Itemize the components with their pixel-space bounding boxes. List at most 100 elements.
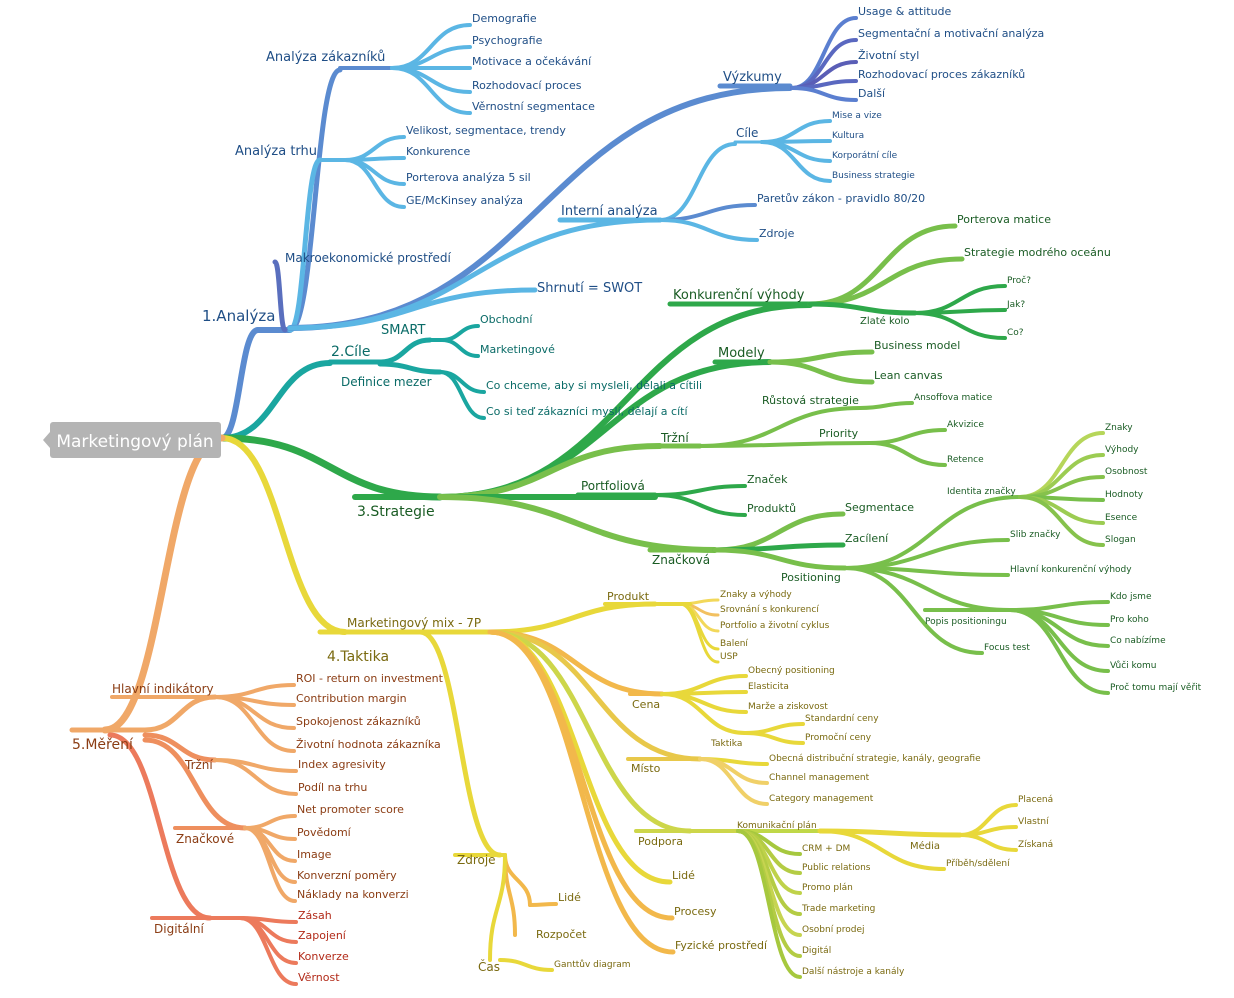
leaf-media-2[interactable]: Získaná — [1018, 840, 1053, 850]
leaf-produkt-4[interactable]: USP — [720, 652, 738, 662]
leaf-cile-1[interactable]: Kultura — [832, 131, 864, 141]
node-priority[interactable]: Priority — [819, 427, 859, 440]
leaf-cena-2[interactable]: Marže a ziskovost — [748, 702, 828, 712]
leaf-smart-1[interactable]: Marketingové — [480, 343, 555, 356]
node-komunikacni-plan[interactable]: Komunikační plán — [737, 820, 817, 831]
leaf-trh-3[interactable]: GE/McKinsey analýza — [406, 194, 523, 207]
leaf-fyzicke-prostredi[interactable]: Fyzické prostředí — [675, 939, 768, 952]
leaf-smart-0[interactable]: Obchodní — [480, 313, 533, 326]
leaf-identita-4[interactable]: Esence — [1105, 513, 1138, 523]
leaf-podpora-5[interactable]: Digitál — [802, 946, 831, 956]
leaf-segmentace[interactable]: Segmentace — [845, 501, 914, 514]
node-konkurencni-vyhody[interactable]: Konkurenční výhody — [673, 288, 805, 303]
leaf-zacileni[interactable]: Zacílení — [845, 532, 889, 545]
leaf-zlate-0[interactable]: Proč? — [1007, 275, 1031, 286]
branch-mereni[interactable]: 5.Měření — [72, 737, 134, 753]
leaf-porter-matice[interactable]: Porterova matice — [957, 213, 1051, 226]
node-cenova-taktika[interactable]: Taktika — [710, 739, 742, 749]
node-makro[interactable]: Makroekonomické prostředí — [285, 251, 451, 265]
leaf-zakaznici-3[interactable]: Rozhodovací proces — [472, 79, 582, 92]
node-cena[interactable]: Cena — [632, 698, 660, 711]
leaf-podpora-3[interactable]: Trade marketing — [801, 904, 875, 914]
leaf-zdroje-lide[interactable]: Lidé — [558, 891, 581, 904]
leaf-misto-2[interactable]: Category management — [769, 794, 874, 804]
leaf-podpora-6[interactable]: Další nástroje a kanály — [802, 966, 905, 977]
leaf-gantt[interactable]: Ganttův diagram — [554, 959, 631, 970]
leaf-identita-3[interactable]: Hodnoty — [1105, 490, 1144, 500]
leaf-trh-0[interactable]: Velikost, segmentace, trendy — [406, 124, 566, 137]
leaf-podpora-4[interactable]: Osobní prodej — [802, 925, 865, 935]
leaf-cile-3[interactable]: Business strategie — [832, 171, 915, 181]
leaf-podpora-0[interactable]: CRM + DM — [802, 844, 850, 854]
node-taktika-zdroje[interactable]: Zdroje — [457, 853, 496, 867]
leaf-identita-2[interactable]: Osobnost — [1105, 467, 1148, 477]
leaf-slib-znacky[interactable]: Slib značky — [1010, 529, 1061, 540]
leaf-popis-1[interactable]: Pro koho — [1110, 615, 1149, 625]
leaf-promocni-ceny[interactable]: Promoční ceny — [805, 732, 872, 743]
leaf-zakaznici-0[interactable]: Demografie — [472, 12, 537, 25]
node-interni-analyza[interactable]: Interní analýza — [561, 204, 658, 219]
leaf-popis-2[interactable]: Co nabízíme — [1110, 636, 1166, 646]
node-digitalni[interactable]: Digitální — [154, 922, 205, 936]
leaf-standardni-ceny[interactable]: Standardní ceny — [805, 714, 879, 724]
node-swot[interactable]: Shrnutí = SWOT — [537, 281, 642, 296]
leaf-podpora-1[interactable]: Public relations — [802, 863, 871, 873]
leaf-produkt-1[interactable]: Srovnání s konkurencí — [720, 605, 819, 615]
leaf-produkt-3[interactable]: Balení — [720, 639, 748, 649]
leaf-misto-1[interactable]: Channel management — [769, 773, 870, 783]
leaf-digitalni-1[interactable]: Zapojení — [298, 929, 347, 942]
leaf-focus-test[interactable]: Focus test — [984, 643, 1030, 653]
node-misto[interactable]: Místo — [631, 762, 661, 775]
branch-taktika[interactable]: 4.Taktika — [327, 649, 389, 665]
leaf-zlate-2[interactable]: Co? — [1007, 328, 1024, 338]
leaf-zakaznici-1[interactable]: Psychografie — [472, 34, 543, 47]
leaf-digitalni-2[interactable]: Konverze — [298, 950, 349, 963]
node-definice-mezer[interactable]: Definice mezer — [341, 375, 432, 389]
leaf-rozpocet[interactable]: Rozpočet — [536, 928, 587, 941]
leaf-trh-1[interactable]: Konkurence — [406, 145, 470, 158]
node-cas[interactable]: Čas — [478, 959, 500, 974]
node-analyza-zakazniku[interactable]: Analýza zákazníků — [266, 50, 385, 65]
root-node[interactable]: Marketingový plán — [43, 422, 221, 458]
leaf-identita-5[interactable]: Slogan — [1105, 535, 1136, 545]
leaf-misto-0[interactable]: Obecná distribuční strategie, kanály, ge… — [769, 753, 981, 764]
leaf-produktu[interactable]: Produktů — [747, 502, 796, 515]
node-zlate-kolo[interactable]: Zlaté kolo — [860, 315, 909, 327]
leaf-produkt-0[interactable]: Znaky a výhody — [720, 590, 792, 600]
node-trzni[interactable]: Tržní — [660, 431, 689, 445]
leaf-cile-0[interactable]: Mise a vize — [832, 111, 882, 121]
leaf-cena-0[interactable]: Obecný positioning — [748, 666, 835, 676]
leaf-interni-zdroje[interactable]: Zdroje — [759, 227, 795, 240]
node-rustova-strategie[interactable]: Růstová strategie — [762, 394, 859, 407]
leaf-zakaznici-4[interactable]: Věrnostní segmentace — [472, 100, 595, 113]
leaf-popis-3[interactable]: Vůči komu — [1110, 660, 1156, 671]
node-mereni-trzni[interactable]: Tržní — [184, 758, 213, 772]
leaf-vyzkumy-0[interactable]: Usage & attitude — [858, 5, 952, 18]
leaf-cile-2[interactable]: Korporátní cíle — [832, 151, 898, 161]
node-smart[interactable]: SMART — [381, 323, 425, 338]
leaf-retence[interactable]: Retence — [947, 455, 984, 465]
leaf-produkt-2[interactable]: Portfolio a životní cyklus — [720, 621, 830, 631]
leaf-procesy[interactable]: Procesy — [674, 905, 717, 918]
leaf-cena-1[interactable]: Elasticita — [748, 682, 789, 692]
leaf-ansoff[interactable]: Ansoffova matice — [914, 393, 993, 403]
leaf-identita-0[interactable]: Znaky — [1105, 423, 1133, 433]
leaf-mezer-0[interactable]: Co chceme, aby si mysleli, dělali a cíti… — [486, 379, 702, 392]
leaf-akvizice[interactable]: Akvizice — [947, 420, 984, 430]
node-portfoliova[interactable]: Portfoliová — [581, 479, 645, 493]
node-identita-znacky[interactable]: Identita značky — [947, 486, 1016, 497]
leaf-vyzkumy-1[interactable]: Segmentační a motivační analýza — [858, 27, 1044, 40]
leaf-media-0[interactable]: Placená — [1018, 795, 1053, 805]
branch-cile[interactable]: 2.Cíle — [331, 344, 371, 360]
leaf-pribeh[interactable]: Příběh/sdělení — [946, 859, 1010, 869]
leaf-lide-mix[interactable]: Lidé — [672, 869, 695, 882]
leaf-zakaznici-2[interactable]: Motivace a očekávání — [472, 55, 592, 68]
leaf-znackove-2[interactable]: Image — [297, 848, 332, 861]
leaf-vyzkumy-3[interactable]: Rozhodovací proces zákazníků — [858, 68, 1025, 81]
leaf-pareto[interactable]: Paretův zákon - pravidlo 80/20 — [757, 192, 925, 205]
leaf-hlavni-vyhody[interactable]: Hlavní konkurenční výhody — [1010, 564, 1132, 575]
leaf-lean-canvas[interactable]: Lean canvas — [874, 369, 943, 382]
leaf-vyzkumy-2[interactable]: Životní styl — [858, 49, 919, 62]
leaf-znackove-0[interactable]: Net promoter score — [297, 803, 404, 816]
leaf-trh-2[interactable]: Porterova analýza 5 sil — [406, 171, 531, 184]
